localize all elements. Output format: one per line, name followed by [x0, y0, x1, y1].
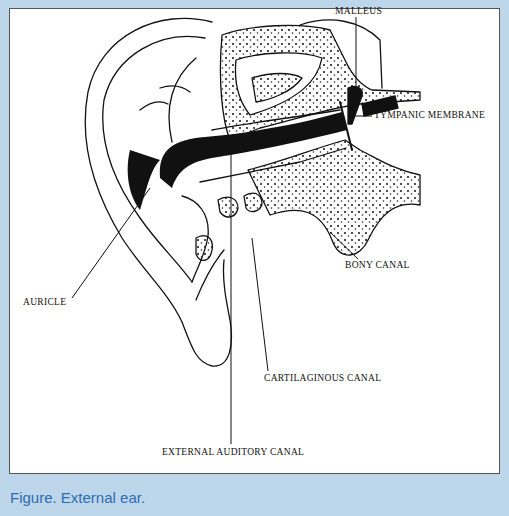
- figure-caption: Figure. External ear.: [10, 489, 145, 506]
- part-label: TYMPANIC MEMBRANE: [374, 111, 485, 121]
- part-label: MALLEUS: [335, 7, 382, 17]
- part-label: AURICLE: [23, 298, 66, 308]
- part-label: EXTERNAL AUDITORY CANAL: [162, 448, 304, 458]
- part-label: BONY CANAL: [345, 261, 410, 271]
- part-label: CARTILAGINOUS CANAL: [264, 374, 381, 384]
